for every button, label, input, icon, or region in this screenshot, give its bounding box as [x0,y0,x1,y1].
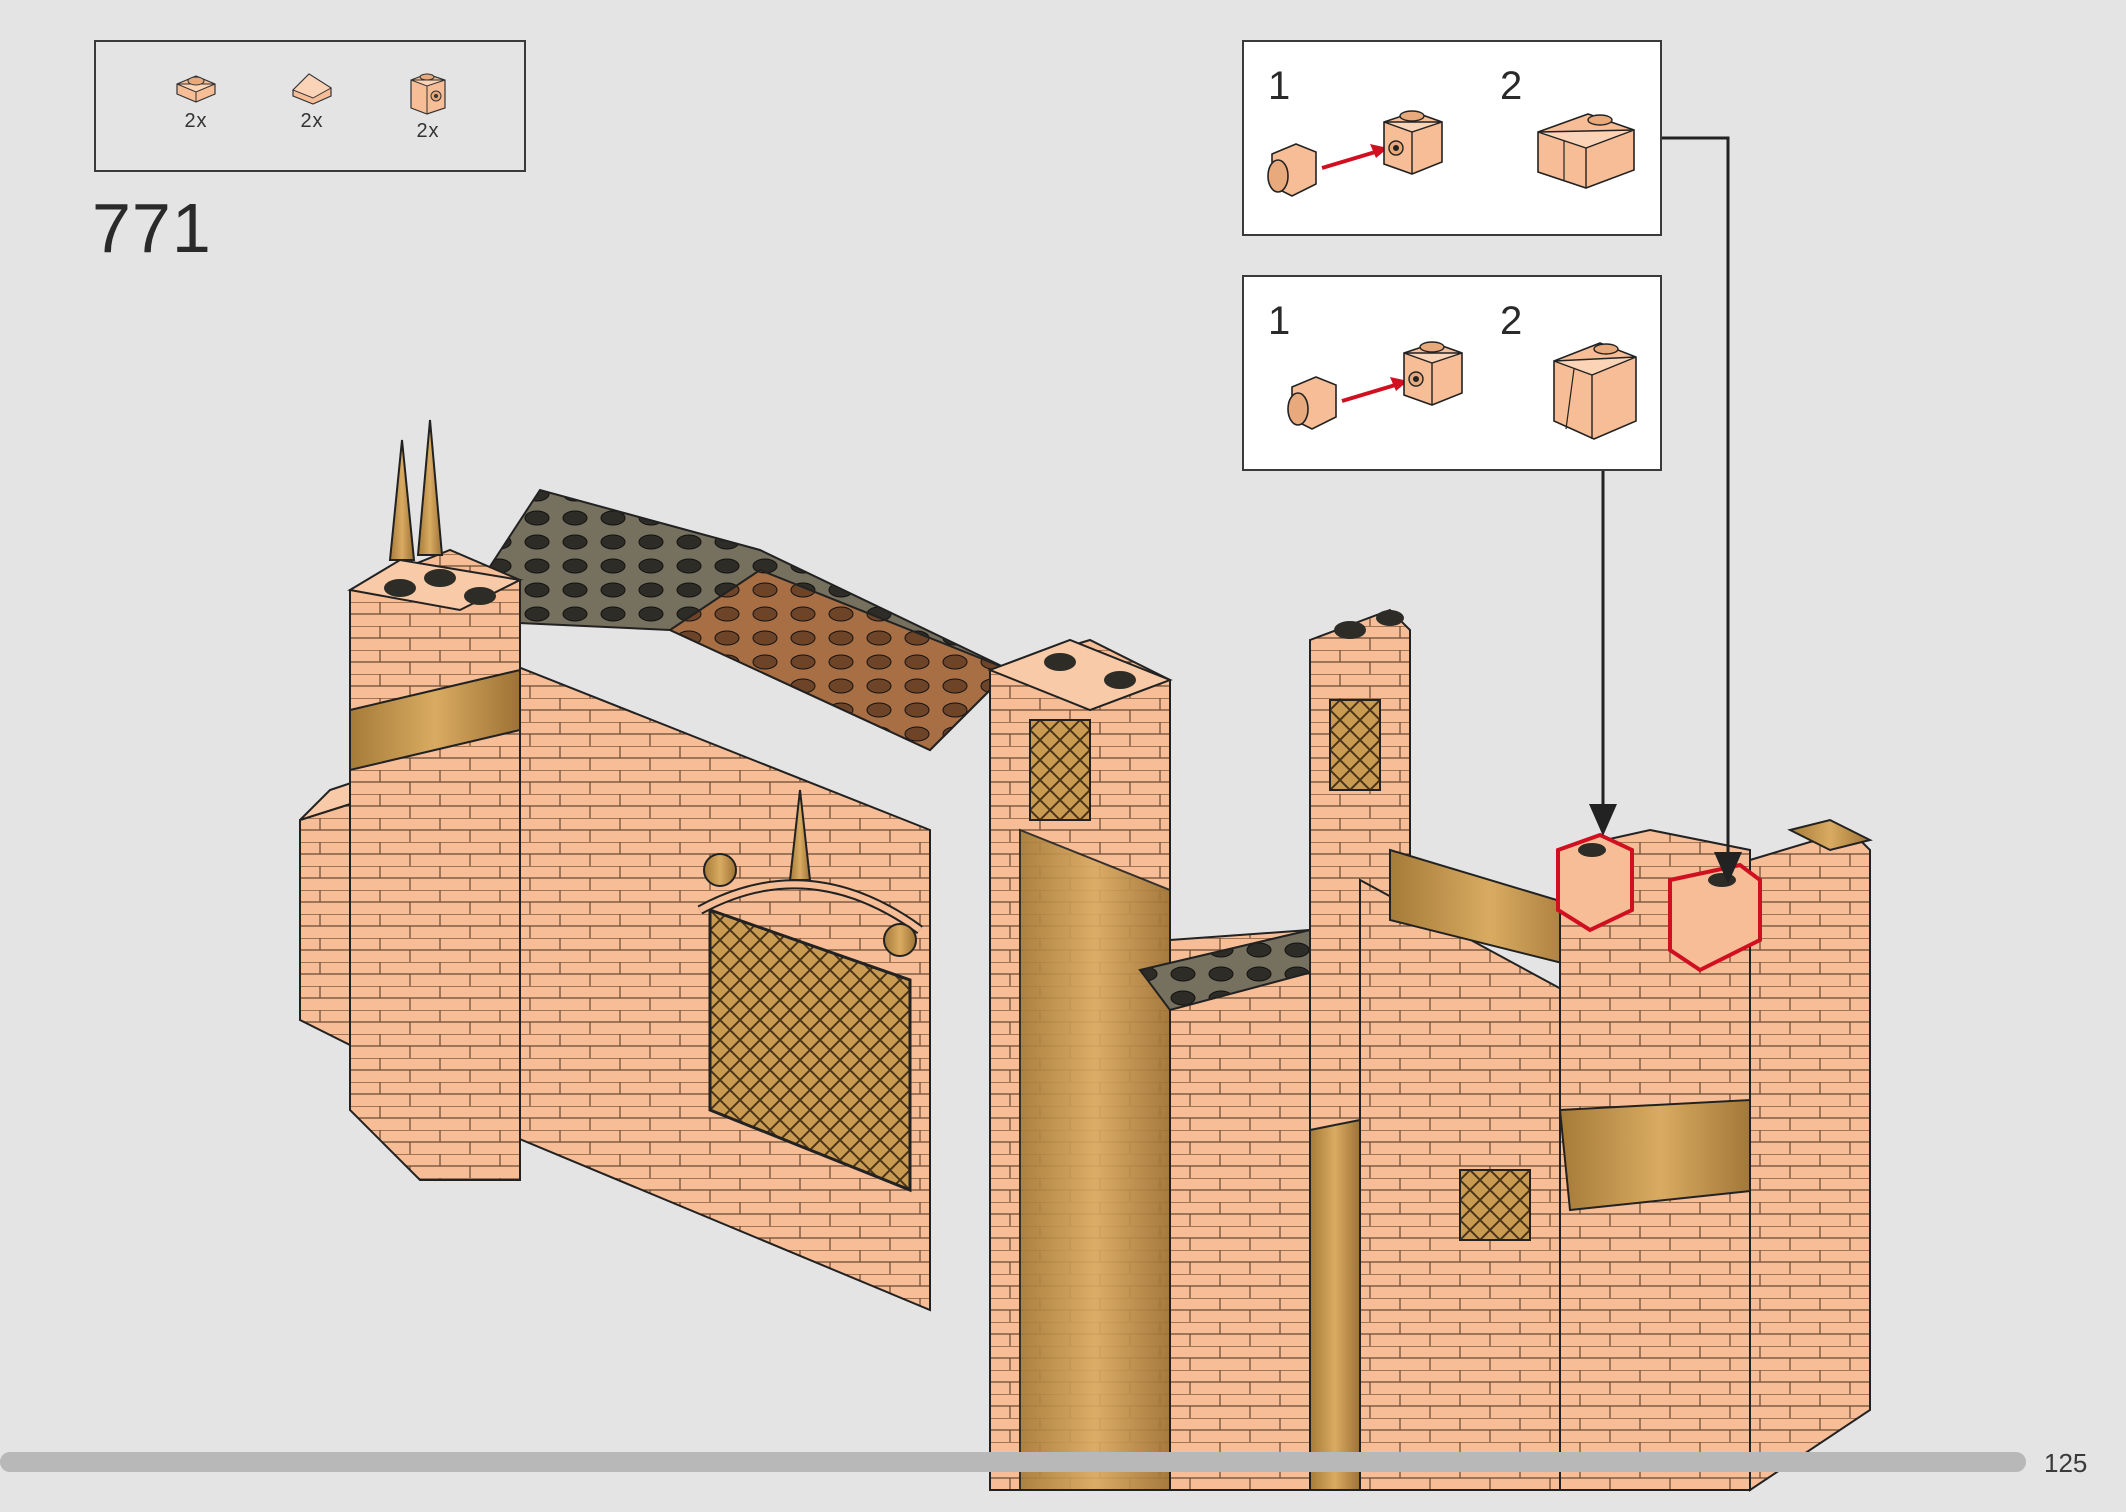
part-item: 2x [388,68,468,143]
assembled-part-diagram [1537,113,1635,189]
part-quantity: 2x [416,120,440,142]
plate-1x1-icon [176,75,216,103]
sub-assembly-callout: 1 2 [1242,275,1662,471]
page-progress-bar [0,1452,2026,1472]
parts-list: 2x 2x 2x [94,40,526,172]
page-number: 125 [2044,1448,2088,1478]
sub-step-number: 1 [1268,299,1291,343]
part-quantity: 2x [184,110,208,132]
sub-step-number: 2 [1500,64,1523,108]
attach-plate-diagram [1267,110,1443,197]
brick-1x1-stud-side-icon [410,73,446,115]
attach-plate-diagram [1287,341,1463,430]
part-item: 2x [272,68,352,133]
sub-assembly-callout: 1 2 [1242,40,1662,236]
sub-step-number: 2 [1500,299,1523,343]
castle-model-illustration [299,419,1873,1492]
step-number: 771 [92,189,212,267]
assembled-part-diagram [1553,342,1637,440]
sub-step-number: 1 [1268,64,1291,108]
part-quantity: 2x [300,110,324,132]
part-item: 2x [156,68,236,133]
slope-tile-icon [292,73,332,105]
